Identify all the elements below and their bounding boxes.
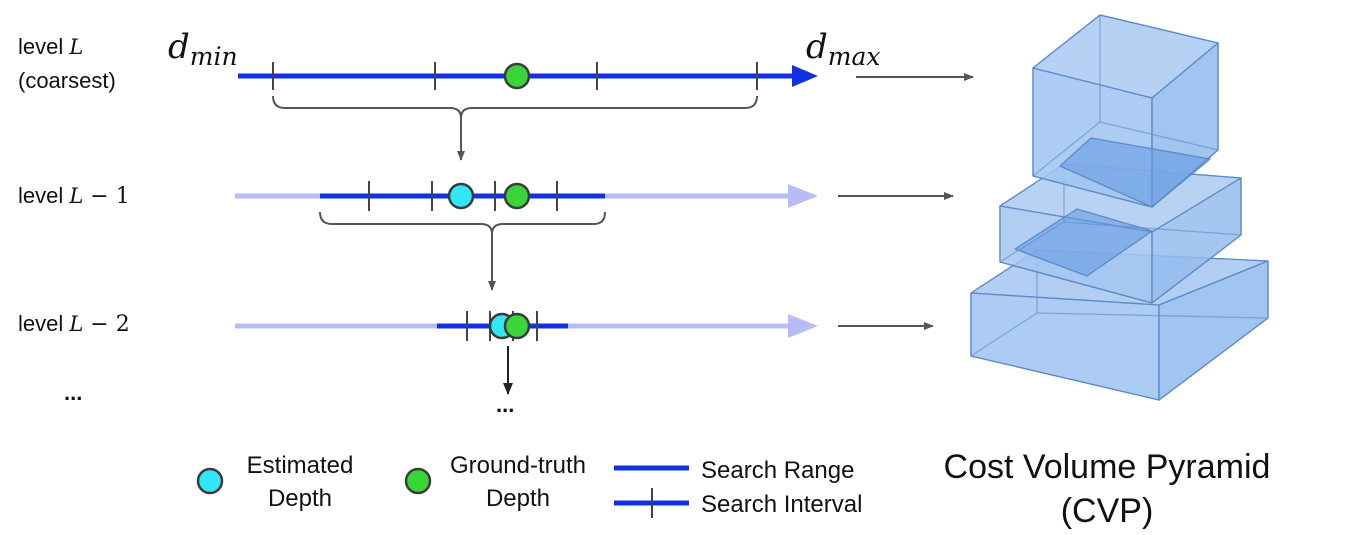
dmax-label: dmax xyxy=(806,27,880,71)
legend-ground-truth-depth: Ground-truth Depth xyxy=(404,452,586,512)
legend-estimated-line1: Estimated xyxy=(247,452,354,479)
level-continuation-dots: ... xyxy=(64,380,82,405)
pyramid-title-line1: Cost Volume Pyramid xyxy=(944,448,1271,486)
depth-axis-level-l-minus-1 xyxy=(235,181,818,291)
legend-search-range: Search Range xyxy=(614,457,854,484)
legend-search-interval-label: Search Interval xyxy=(701,491,862,518)
ground-truth-depth-marker xyxy=(503,62,531,90)
search-interval-ticks xyxy=(368,181,558,211)
ground-truth-depth-marker xyxy=(503,312,531,340)
dmin-label: dmin xyxy=(168,27,238,71)
legend-ground-truth-line2: Depth xyxy=(486,485,550,512)
pyramid-title: Cost Volume Pyramid (CVP) xyxy=(944,448,1271,530)
range-brace xyxy=(272,95,758,119)
legend-ground-truth-line1: Ground-truth xyxy=(450,452,586,479)
level-label-l-minus-1: level L − 1 xyxy=(18,183,130,209)
legend: Estimated Depth Ground-truth Depth Searc… xyxy=(196,452,862,518)
cost-volume-pyramid xyxy=(970,14,1269,401)
ground-truth-depth-swatch xyxy=(404,467,432,495)
axis-arrowhead xyxy=(788,184,818,208)
level-label-coarsest-note: (coarsest) xyxy=(18,68,116,93)
legend-estimated-line2: Depth xyxy=(268,485,332,512)
estimated-depth-swatch xyxy=(196,467,224,495)
legend-search-interval: Search Interval xyxy=(614,488,862,518)
axis-arrowhead xyxy=(788,314,818,338)
pyramid-title-line2: (CVP) xyxy=(1061,492,1154,530)
legend-search-range-label: Search Range xyxy=(701,457,854,484)
next-level-dots: ... xyxy=(496,392,514,417)
depth-axis-level-l xyxy=(238,62,818,161)
level-label-l-minus-2: level L − 2 xyxy=(18,311,130,337)
ground-truth-depth-marker xyxy=(503,182,531,210)
axis-arrowhead xyxy=(792,65,818,87)
estimated-depth-marker xyxy=(447,182,475,210)
level-labels: level L (coarsest) level L − 1 level L −… xyxy=(18,34,130,405)
level-label-coarsest: level L xyxy=(18,34,83,59)
pyramid-arrows xyxy=(838,73,974,330)
search-interval-ticks xyxy=(272,62,758,90)
cost-volume-level-l xyxy=(1032,14,1219,208)
depth-axis-level-l-minus-2: ... xyxy=(235,311,818,417)
legend-estimated-depth: Estimated Depth xyxy=(196,452,354,512)
range-brace xyxy=(319,211,606,235)
